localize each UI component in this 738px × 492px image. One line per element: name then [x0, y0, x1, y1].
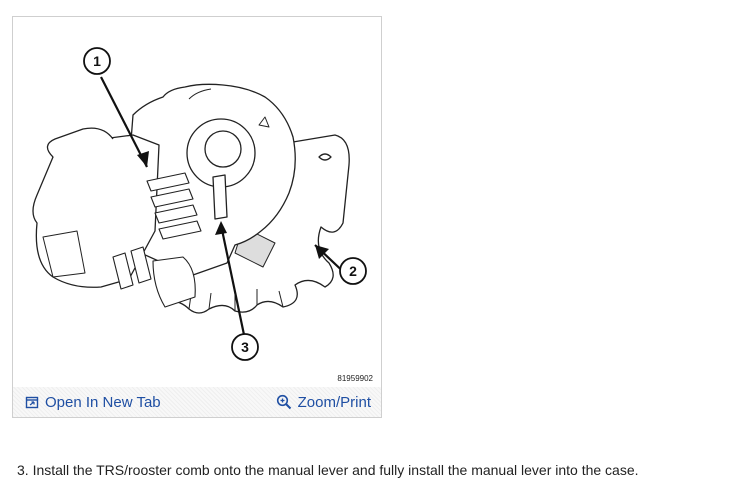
- label-stripes: [146, 172, 202, 240]
- magnifier-icon: [276, 394, 292, 410]
- callout-2: [339, 257, 367, 285]
- arrow-heads: [137, 151, 329, 259]
- plate-mount-hole: [318, 153, 332, 161]
- callout-1-label: 1: [93, 53, 101, 69]
- callout-1: [83, 47, 111, 75]
- open-in-new-tab-link[interactable]: Open In New Tab: [25, 394, 161, 411]
- comb-teeth-detail: [188, 289, 284, 311]
- housing-arc-top: [188, 88, 212, 100]
- open-in-new-tab-icon: [25, 395, 39, 409]
- figure-card: 1 2 3 81959902 Open In New Tab: [12, 16, 382, 418]
- rotary-hub-inner: [204, 130, 242, 168]
- connector-pins: [112, 246, 196, 308]
- figure-id: 81959902: [337, 374, 373, 383]
- connector-inner-face: [42, 230, 86, 278]
- figure-toolbar: Open In New Tab Zoom/Print: [13, 387, 381, 417]
- zoom-print-label: Zoom/Print: [297, 393, 371, 411]
- callout-2-label: 2: [349, 263, 357, 279]
- instruction-step: 3. Install the TRS/rooster comb onto the…: [17, 462, 639, 478]
- callout-3: [231, 333, 259, 361]
- hub-pointer: [258, 116, 270, 128]
- detent-pin: [212, 174, 228, 220]
- zoom-print-link[interactable]: Zoom/Print: [276, 394, 371, 411]
- connector-flange: [46, 127, 114, 158]
- open-in-new-tab-label: Open In New Tab: [45, 393, 161, 411]
- callout-3-label: 3: [241, 339, 249, 355]
- trs-component-illustration: 1 2 3: [32, 47, 367, 361]
